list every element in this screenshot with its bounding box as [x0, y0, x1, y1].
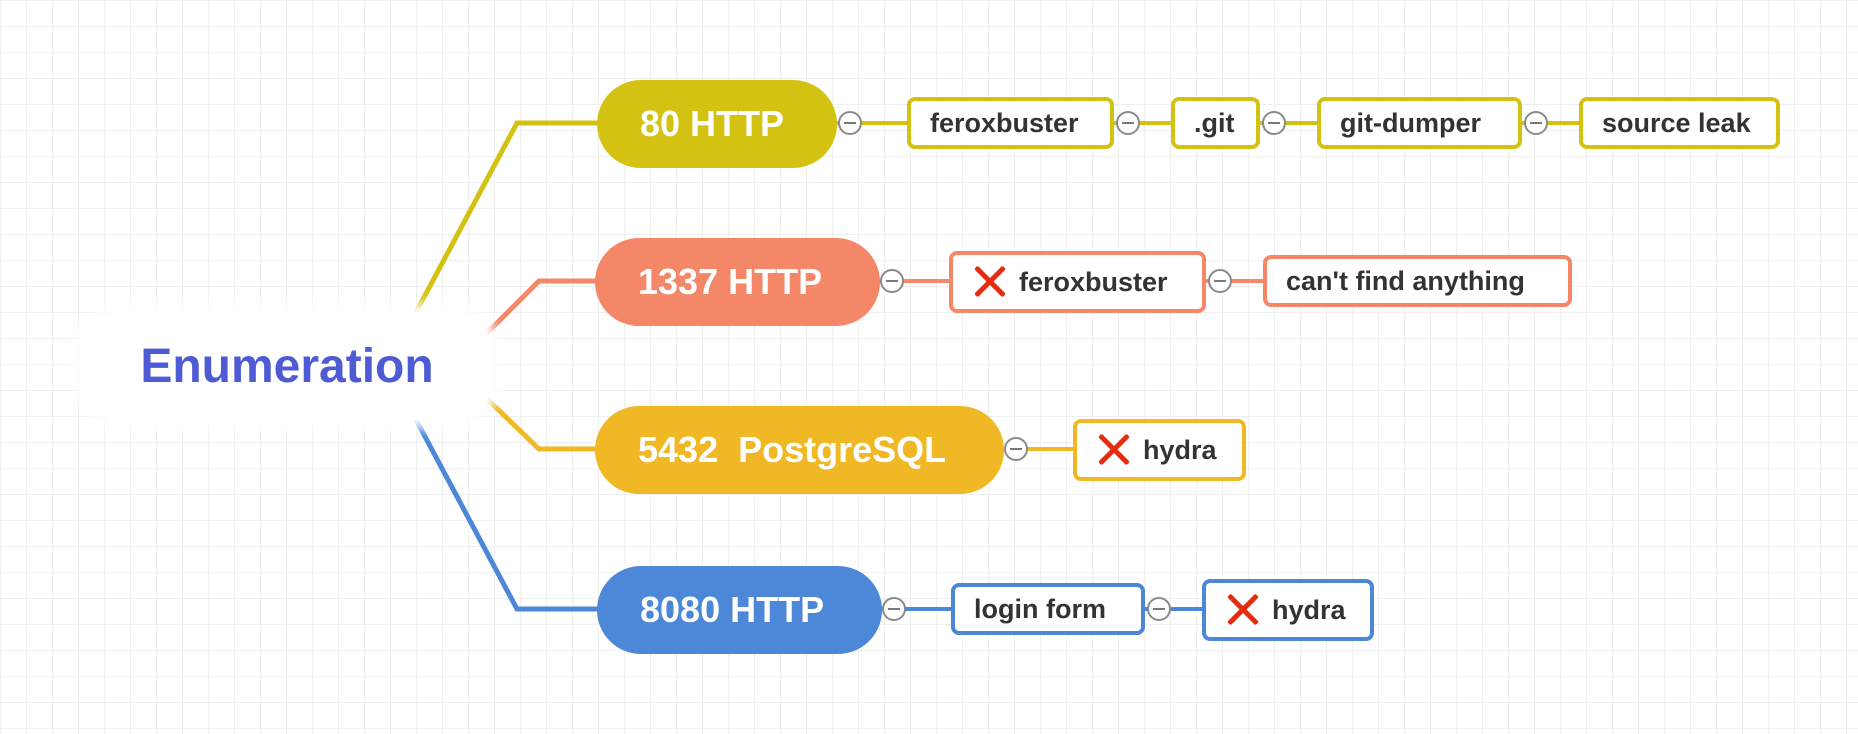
port-label: 5432 PostgreSQL: [638, 429, 947, 470]
step-label: feroxbuster: [1019, 266, 1168, 297]
root-label: Enumeration: [140, 339, 434, 393]
step-node-source-leak[interactable]: source leak: [1579, 97, 1780, 149]
root-link-1337: [482, 278, 598, 338]
step-label: login form: [974, 593, 1106, 624]
step-label: can't find anything: [1286, 265, 1525, 296]
collapse-toggle-icon[interactable]: [1004, 437, 1028, 461]
root-node[interactable]: Enumeration: [82, 312, 492, 420]
step-label: hydra: [1272, 594, 1346, 625]
step-label: .git: [1194, 107, 1235, 138]
port-label: 1337 HTTP: [638, 261, 823, 302]
port-node-5432[interactable]: 5432 PostgreSQL: [595, 406, 1004, 494]
port-node-1337[interactable]: 1337 HTTP: [595, 238, 880, 326]
step-label: source leak: [1602, 107, 1751, 138]
step-node-git[interactable]: .git: [1171, 97, 1260, 149]
collapse-toggle-icon[interactable]: [1262, 111, 1286, 135]
step-node-feroxbuster[interactable]: feroxbuster: [907, 97, 1114, 149]
step-node-hydra-failed[interactable]: hydra: [1073, 419, 1246, 481]
step-label: git-dumper: [1340, 107, 1481, 138]
red-x-icon: [1226, 593, 1260, 627]
port-label: 8080 HTTP: [640, 589, 825, 630]
collapse-toggle-icon[interactable]: [1116, 111, 1140, 135]
collapse-toggle-icon[interactable]: [1524, 111, 1548, 135]
step-node-login-form[interactable]: login form: [951, 583, 1145, 635]
red-x-icon: [1097, 433, 1131, 467]
port-node-8080[interactable]: 8080 HTTP: [597, 566, 882, 654]
step-node-cant-find-anything[interactable]: can't find anything: [1263, 255, 1572, 307]
root-link-5432: [482, 394, 598, 452]
step-label: hydra: [1143, 434, 1217, 465]
red-x-icon: [973, 265, 1007, 299]
step-node-feroxbuster-failed[interactable]: feroxbuster: [949, 251, 1206, 313]
step-label: feroxbuster: [930, 107, 1079, 138]
port-label: 80 HTTP: [640, 103, 785, 144]
step-node-git-dumper[interactable]: git-dumper: [1317, 97, 1522, 149]
root-link-80: [411, 120, 600, 318]
collapse-toggle-icon[interactable]: [1208, 269, 1232, 293]
collapse-toggle-icon[interactable]: [882, 597, 906, 621]
port-node-80[interactable]: 80 HTTP: [597, 80, 837, 168]
collapse-toggle-icon[interactable]: [1147, 597, 1171, 621]
step-node-hydra-failed[interactable]: hydra: [1202, 579, 1374, 641]
root-link-8080: [411, 414, 600, 612]
collapse-toggle-icon[interactable]: [880, 269, 904, 293]
collapse-toggle-icon[interactable]: [838, 111, 862, 135]
